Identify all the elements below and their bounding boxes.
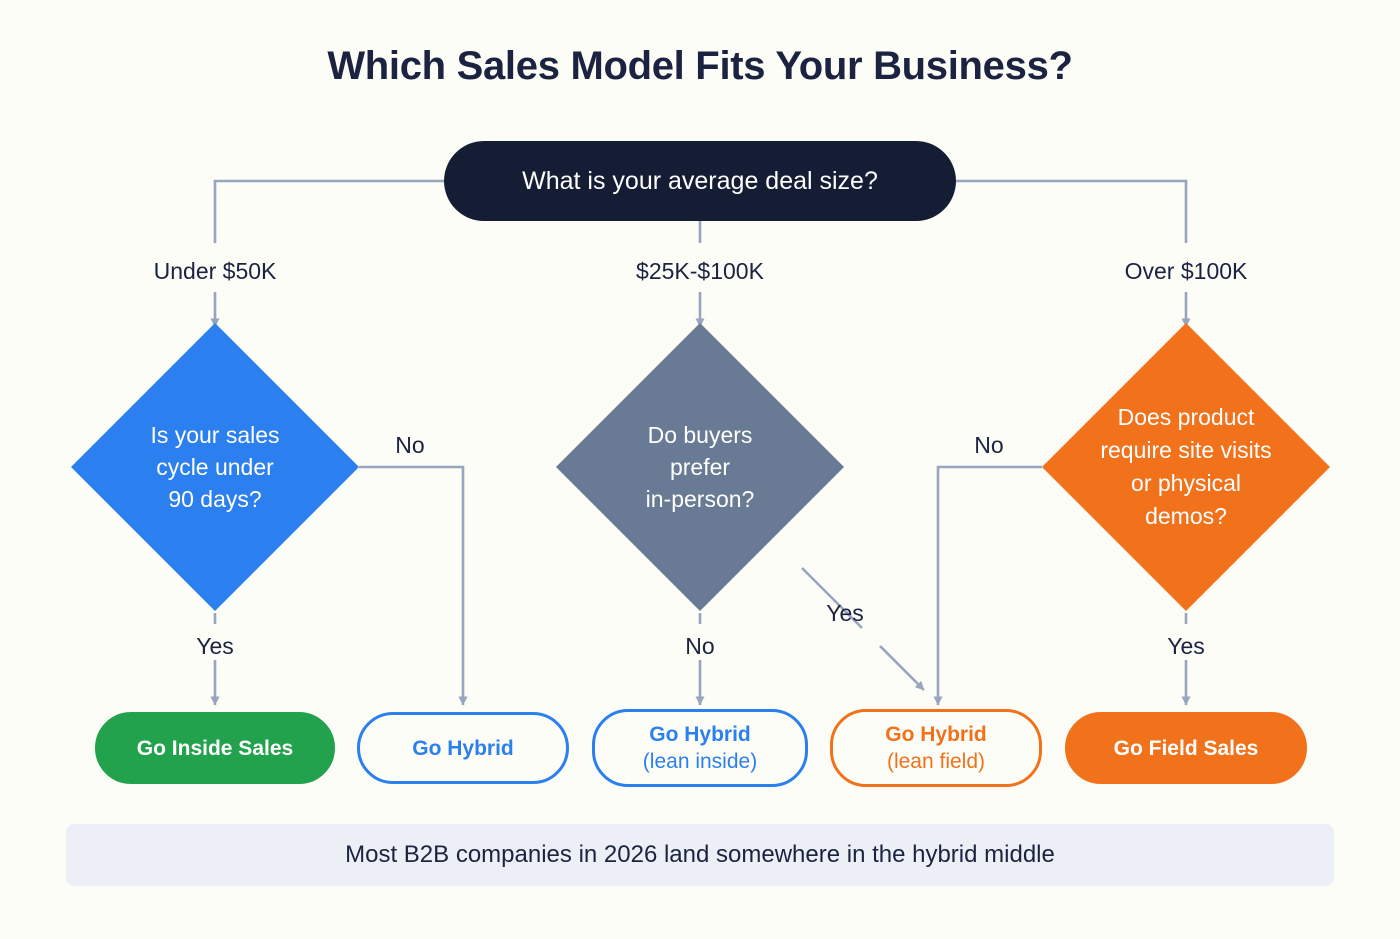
page-title: Which Sales Model Fits Your Business? [327,44,1073,88]
outcome-hybrid-lean-field[interactable]: Go Hybrid (lean field) [830,709,1042,787]
diamond-shape-icon [1042,323,1330,611]
edge-label-buyer-preference-no: No [685,633,715,659]
outcome-hybrid-lean-inside[interactable]: Go Hybrid (lean inside) [592,709,808,787]
root-question-label: What is your average deal size? [522,166,878,195]
footer-banner: Most B2B companies in 2026 land somewher… [66,824,1334,886]
diamond-shape-icon [556,323,844,611]
outcome-label-primary: Go Inside Sales [136,736,294,760]
branch-label-over-100k: Over $100K [1124,258,1248,284]
outcome-label-primary: Go Field Sales [1113,736,1259,760]
outcome-hybrid[interactable]: Go Hybrid [357,712,569,784]
outcome-label-primary: Go Hybrid [412,736,514,760]
outcome-field-sales[interactable]: Go Field Sales [1065,712,1307,784]
diamond-shape-icon [71,323,359,611]
edge-label-sales-cycle-no: No [395,432,425,458]
edge-label-buyer-preference-yes: Yes [826,600,864,626]
outcome-label-primary: Go Hybrid [649,723,751,746]
outcome-label-secondary: (lean field) [886,750,986,773]
footer-text: Most B2B companies in 2026 land somewher… [345,841,1055,868]
decision-node-site-visits[interactable]: Does product require site visits or phys… [1042,323,1330,611]
edge-label-site-visits-no: No [974,432,1004,458]
edge-label-sales-cycle-yes: Yes [196,633,234,659]
branch-label-under-50k: Under $50K [153,258,277,284]
branch-label-25k-100k: $25K-$100K [636,258,764,284]
root-question-node[interactable]: What is your average deal size? [444,141,956,221]
edge-label-site-visits-yes: Yes [1167,633,1205,659]
outcome-label-secondary: (lean inside) [642,750,758,773]
decision-node-sales-cycle[interactable]: Is your sales cycle under 90 days? [71,323,359,611]
outcome-label-primary: Go Hybrid [885,723,987,746]
decision-node-buyer-preference[interactable]: Do buyers prefer in-person? [556,323,844,611]
outcome-inside-sales[interactable]: Go Inside Sales [95,712,335,784]
